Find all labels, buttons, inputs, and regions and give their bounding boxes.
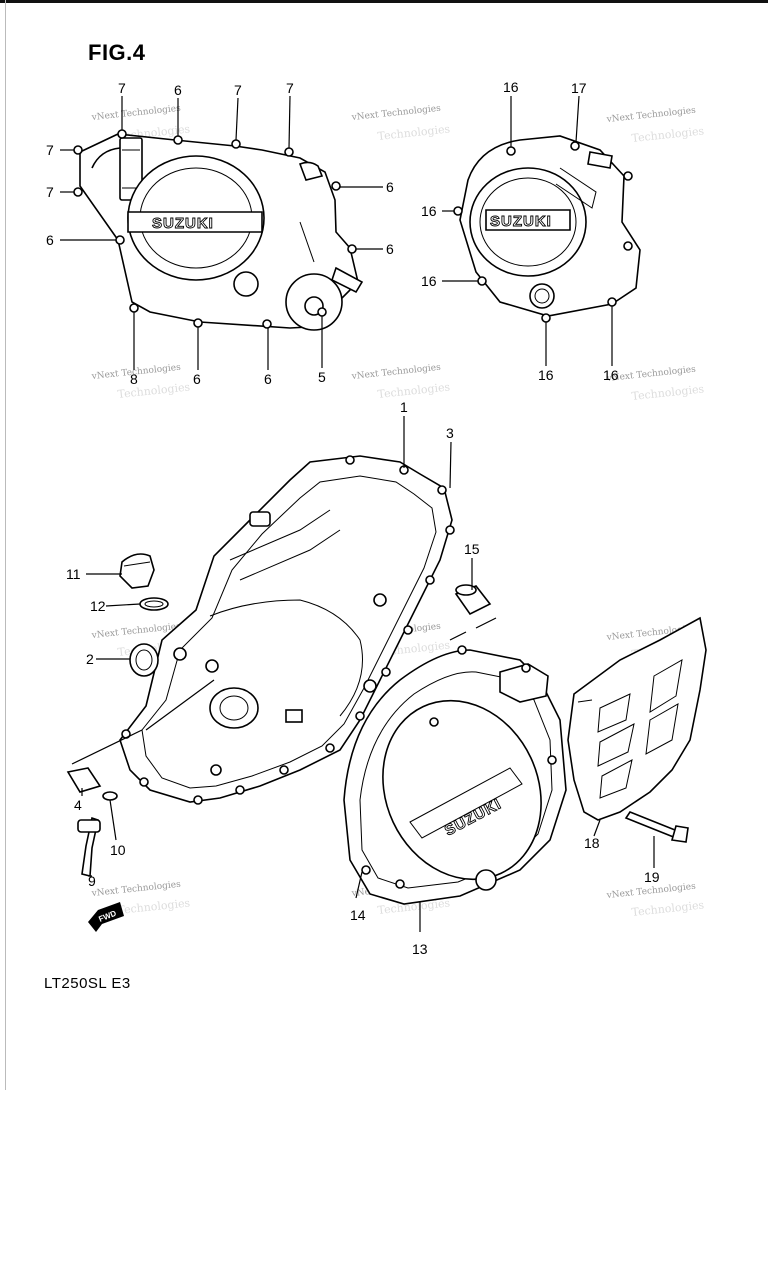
watermark-faint-2: Technologies	[377, 122, 451, 143]
callout-7b: 7	[46, 184, 54, 200]
callout-6d: 6	[386, 241, 394, 257]
small-parts-drawing	[66, 553, 169, 878]
forward-arrow: FWD	[88, 902, 124, 932]
watermark-faint-5: Technologies	[377, 380, 451, 401]
callout-3: 3	[446, 425, 454, 441]
callout-6f: 6	[264, 371, 272, 387]
callout-6b: 6	[386, 179, 394, 195]
top-border	[0, 0, 768, 3]
clutch-cover-leaders	[60, 95, 383, 370]
watermark-faint-3: Technologies	[631, 124, 705, 145]
clutch-cover-callouts: 7 7 7 6 7 7 6 6 6 8 6 6 5	[46, 80, 394, 387]
clutch-cover-drawing: SUZUKI	[73, 129, 364, 331]
clutch-assembly-callouts: 14 13	[350, 907, 428, 957]
watermark-6: vNext Technologies	[605, 365, 696, 384]
callout-5: 5	[318, 369, 326, 385]
magneto-cover-drawing: SUZUKI	[453, 135, 641, 323]
magneto-cover-brand: SUZUKI	[490, 213, 552, 230]
watermark-2: vNext Technologies	[350, 104, 441, 123]
left-border	[5, 0, 6, 1090]
callout-7a: 7	[46, 142, 54, 158]
callout-16a: 16	[503, 79, 519, 95]
callout-16b: 16	[421, 203, 437, 219]
watermark-5: vNext Technologies	[350, 363, 441, 382]
callout-7c: 7	[118, 80, 126, 96]
callout-6c: 6	[46, 232, 54, 248]
callout-8: 8	[130, 371, 138, 387]
callout-16e: 16	[603, 367, 619, 383]
watermark-10: vNext Technologies	[90, 880, 181, 899]
watermark-1: vNext Technologies	[90, 104, 181, 123]
callout-18: 18	[584, 835, 600, 851]
callout-13: 13	[412, 941, 428, 957]
sprocket-cover-drawing	[567, 616, 707, 843]
sprocket-cover-callouts: 18 19	[584, 835, 660, 885]
callout-6e: 6	[193, 371, 201, 387]
callout-15: 15	[464, 541, 480, 557]
reference-lines	[71, 617, 497, 765]
crankcase-drawing	[119, 455, 455, 805]
crankcase-callouts: 1 3 15 11 12 2 4 10 9	[66, 399, 480, 889]
clutch-assembly-leaders	[355, 871, 421, 932]
callout-16c: 16	[421, 273, 437, 289]
crankcase-leaders	[81, 416, 473, 877]
callout-7e: 7	[286, 80, 294, 96]
watermark-faint-6: Technologies	[631, 382, 705, 403]
watermark-3: vNext Technologies	[605, 106, 696, 125]
callout-14: 14	[350, 907, 366, 923]
clutch-cover-assembly-drawing: SUZUKI	[343, 645, 567, 905]
callout-7d: 7	[234, 82, 242, 98]
watermark-faint-10: Technologies	[117, 896, 191, 917]
sprocket-cover-leaders	[593, 819, 655, 868]
magneto-cover-callouts: 16 17 16 16 16 16	[421, 79, 619, 383]
watermark-faint-12: Technologies	[631, 898, 705, 919]
callout-1: 1	[400, 399, 408, 415]
dowel-pin-15-drawing	[454, 584, 492, 616]
callout-10: 10	[110, 842, 126, 858]
callout-6a: 6	[174, 82, 182, 98]
callout-9: 9	[88, 873, 96, 889]
model-code: LT250SL E3	[44, 975, 131, 992]
callout-17: 17	[571, 80, 587, 96]
callout-2: 2	[86, 651, 94, 667]
callout-12: 12	[90, 598, 106, 614]
figure-title: FIG.4	[88, 40, 146, 65]
clutch-cover-brand: SUZUKI	[152, 215, 214, 232]
callout-16d: 16	[538, 367, 554, 383]
callout-19: 19	[644, 869, 660, 885]
magneto-cover-leaders	[442, 95, 613, 366]
watermark-faint-4: Technologies	[117, 380, 191, 401]
callout-4: 4	[74, 797, 82, 813]
callout-11: 11	[66, 566, 81, 582]
